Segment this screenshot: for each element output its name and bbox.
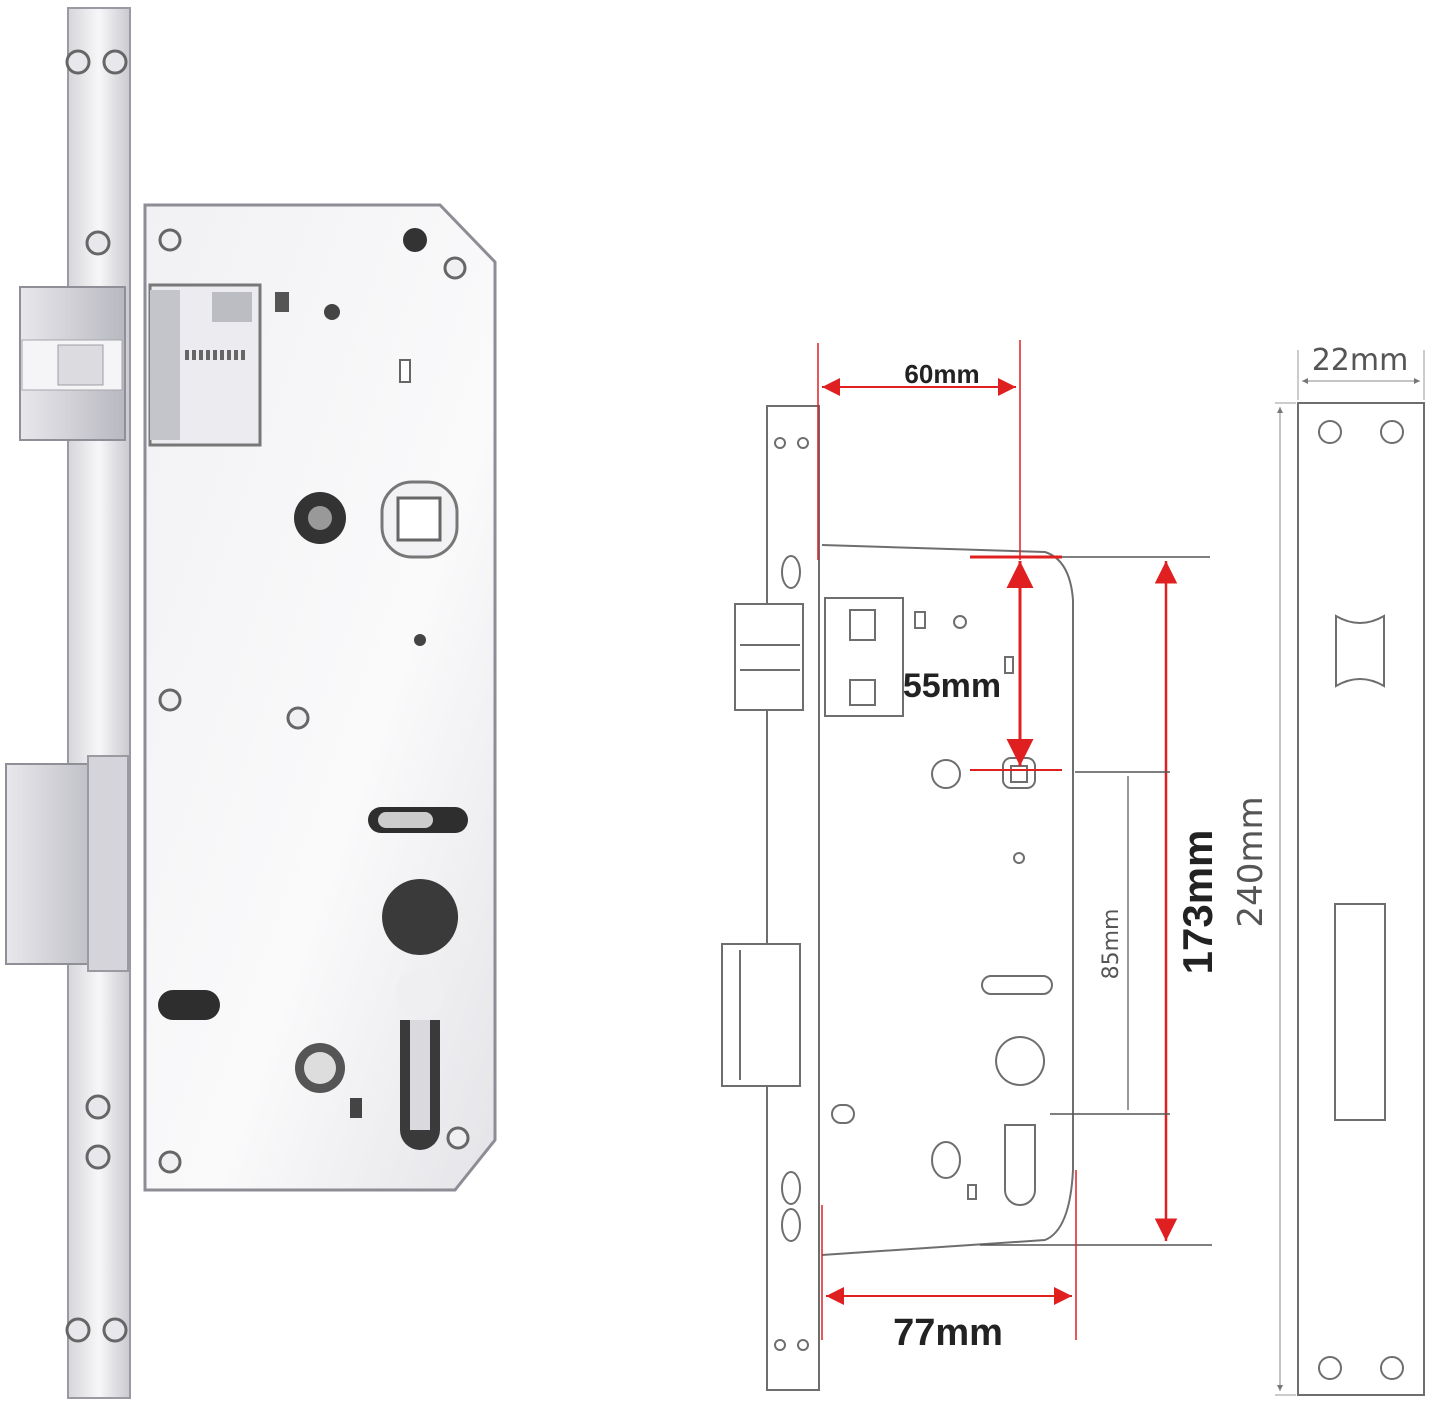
label-faceplate-width: 22mm	[1312, 343, 1409, 378]
photo-faceplate	[67, 7, 131, 1399]
lock-technical-drawing	[721, 405, 1074, 1391]
faceplate-latch-slot	[1335, 614, 1385, 688]
label-case-height: 173mm	[1174, 830, 1221, 975]
label-faceplate-length: 240mm	[1231, 796, 1271, 927]
label-case-depth: 77mm	[893, 1312, 1003, 1354]
label-center-distance: 85mm	[1099, 909, 1124, 980]
dimension-lines	[817, 340, 1425, 1396]
faceplate-bolt-slot	[1334, 903, 1386, 1121]
photo-cylinder-hole	[382, 879, 459, 1150]
drawing-latch-bolt	[734, 603, 804, 711]
drawing-cylinder-hole	[995, 1036, 1046, 1206]
faceplate-drawing	[1297, 402, 1425, 1396]
label-backset: 60mm	[904, 359, 979, 389]
dimension-labels: 60mm 55mm 173mm 85mm 77mm 22mm 240mm	[893, 343, 1408, 1354]
lock-photo	[5, 7, 497, 1399]
drawing-deadbolt	[721, 943, 801, 1087]
label-handle-to-cylinder: 55mm	[903, 667, 1001, 705]
faceplate-outline	[1297, 402, 1425, 1396]
drawing-lock-case	[821, 544, 1074, 1256]
drawing-faceplate	[766, 405, 820, 1391]
